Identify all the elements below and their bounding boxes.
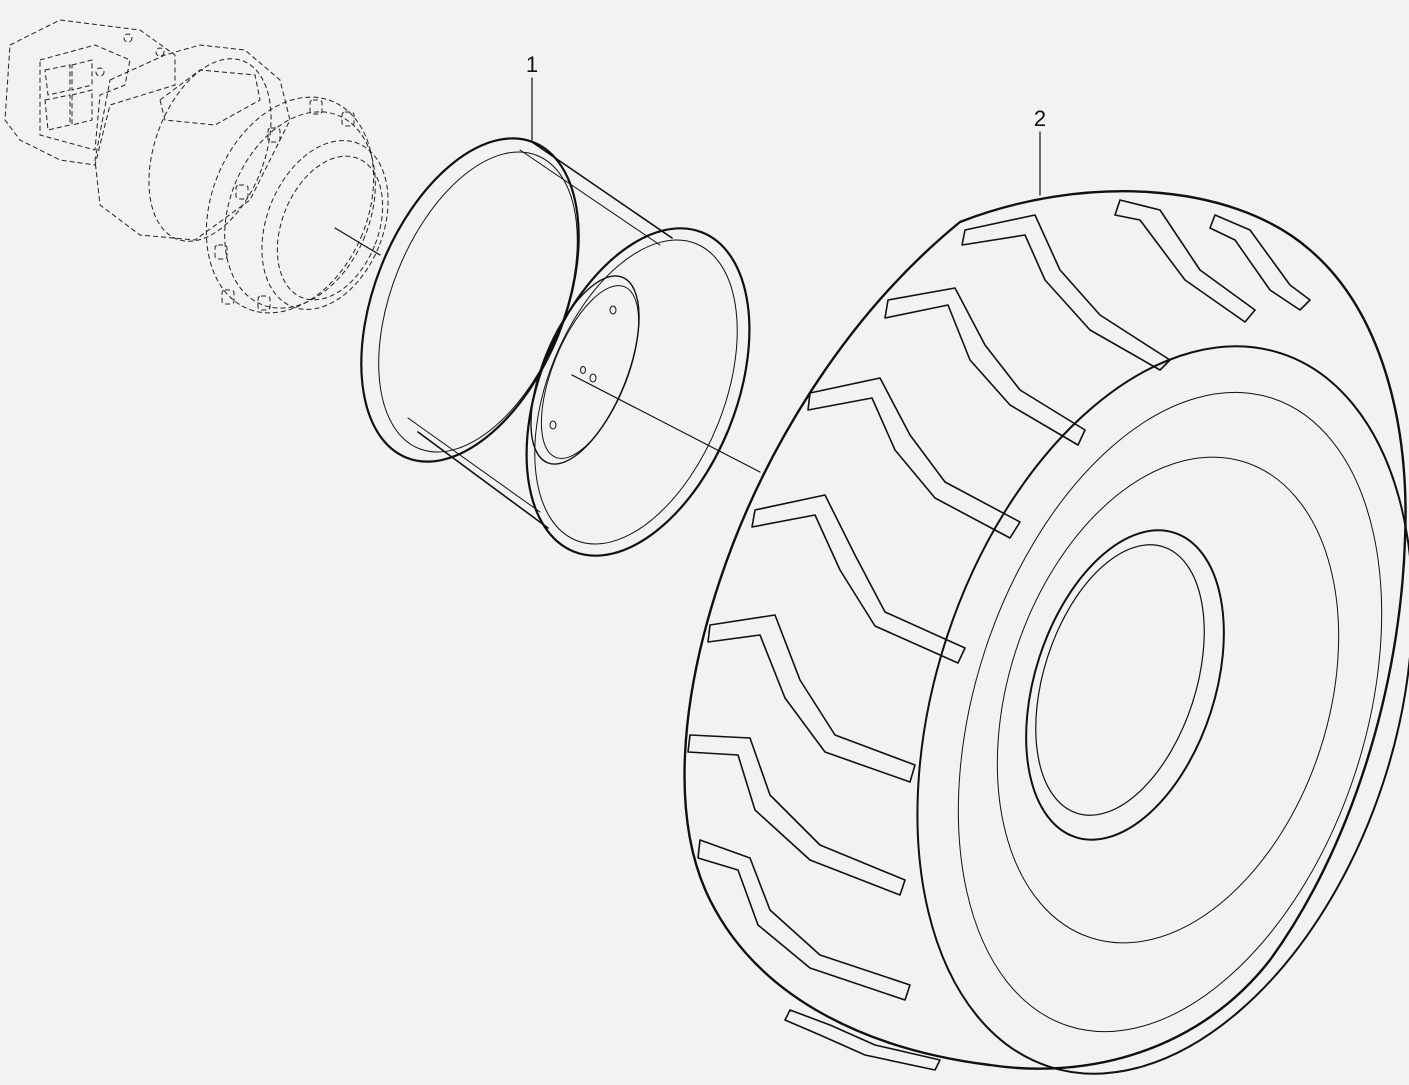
tire-part-2: [683, 190, 1409, 1075]
rim-part-1: [360, 137, 751, 557]
axle-hub-assembly: [4, 19, 389, 314]
leader-lines: [334, 77, 1041, 473]
callout-label-2: 2: [1034, 106, 1046, 131]
wheel-studs: [214, 99, 355, 311]
callout-label-1: 1: [526, 52, 538, 77]
tread-lugs: [687, 199, 1311, 1071]
